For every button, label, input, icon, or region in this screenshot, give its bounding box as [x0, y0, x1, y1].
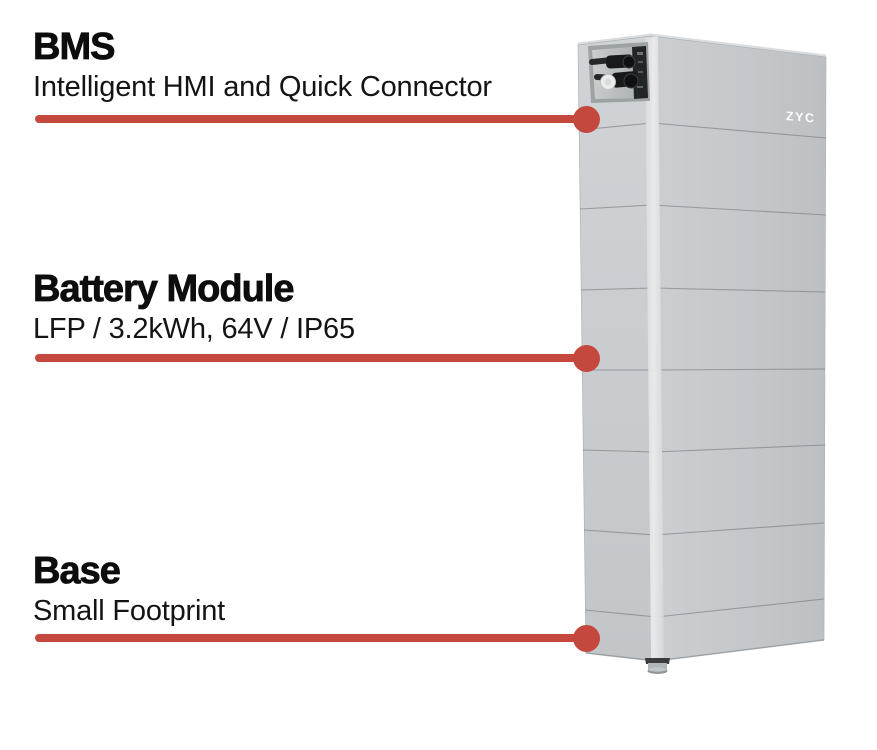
battery-top-edge [577, 33, 827, 58]
callout-bms-title: BMS [33, 26, 116, 68]
bms-connector-recess [588, 42, 650, 103]
callout-bms-subtitle: Intelligent HMI and Quick Connector [33, 71, 492, 104]
callout-base-title: Base [33, 550, 122, 592]
callout-base-subtitle: Small Footprint [33, 595, 226, 628]
callout-bms: BMS Intelligent HMI and Quick Connector [33, 26, 492, 104]
callout-battery-module: Battery Module LFP / 3.2kWh, 64V / IP65 [33, 268, 355, 346]
brand-logo: ZYC [786, 109, 815, 126]
pointer-dot-bms [573, 106, 600, 133]
callout-base: Base Small Footprint [33, 550, 226, 628]
pointer-dot-battery-module [573, 345, 600, 372]
callout-battery-module-title: Battery Module [33, 268, 295, 310]
quick-connector-lower [611, 71, 639, 89]
callout-battery-module-subtitle: LFP / 3.2kWh, 64V / IP65 [33, 313, 355, 346]
pointer-line-base [35, 634, 582, 642]
quick-connector-upper [605, 54, 636, 69]
hmi-knob [600, 74, 616, 90]
pointer-line-battery-module [35, 354, 582, 362]
pointer-line-bms [35, 115, 582, 123]
battery-right-face [650, 35, 827, 662]
panel-markings [637, 52, 643, 88]
pointer-dot-base [573, 625, 600, 652]
leveling-foot [645, 658, 670, 674]
battery-front-edge-highlight [645, 36, 664, 661]
